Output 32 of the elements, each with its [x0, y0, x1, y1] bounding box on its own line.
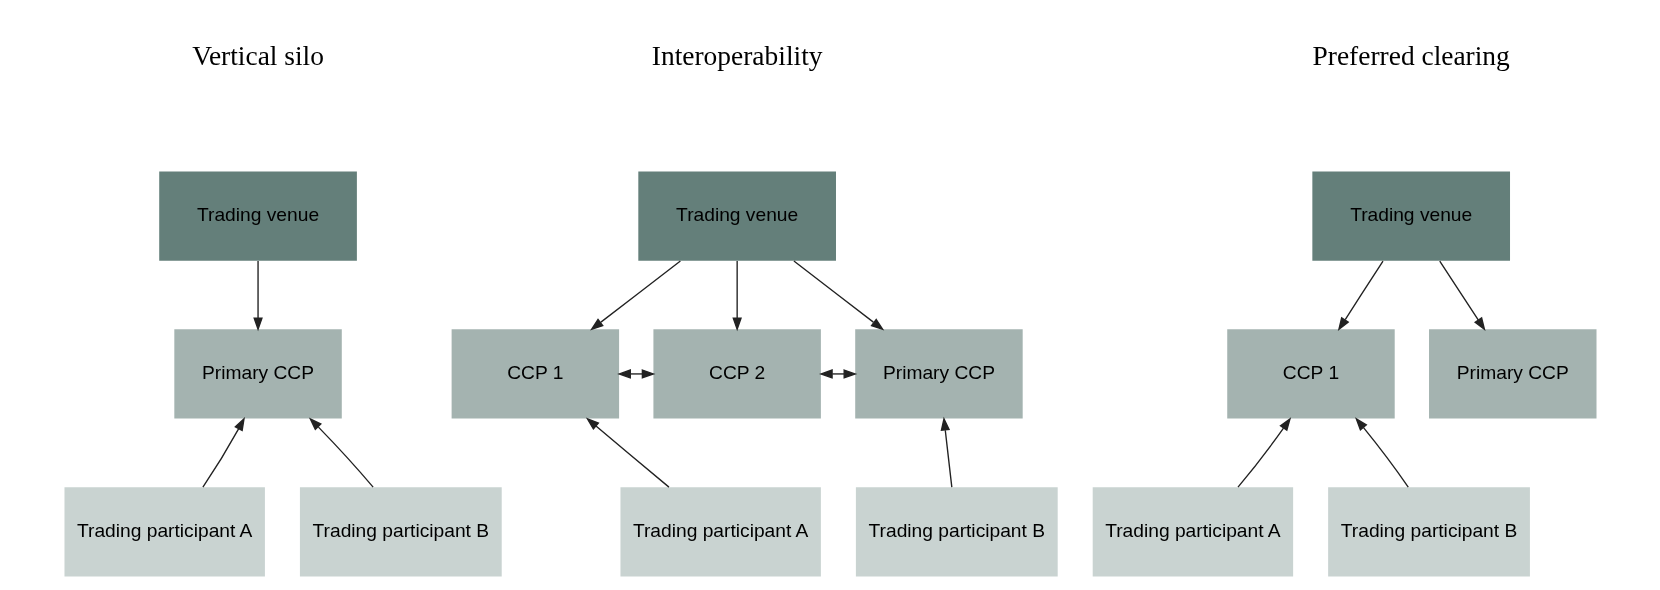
node-box: CCP 2 — [652, 329, 821, 419]
node-box: Primary CCP — [1428, 329, 1596, 419]
arrow — [585, 417, 670, 488]
arrow — [731, 260, 742, 332]
node-box: Trading participant A — [619, 487, 821, 577]
node-box: Trading participant B — [1327, 487, 1530, 577]
arrow — [940, 416, 952, 488]
node-box: Trading venue — [158, 171, 357, 261]
arrow — [308, 417, 374, 488]
arrow — [589, 260, 681, 331]
arrow — [1236, 417, 1291, 488]
node-box: CCP 1 — [451, 329, 619, 419]
arrow — [1354, 417, 1409, 488]
node-box: Trading participant A — [64, 487, 265, 577]
arrow — [1337, 260, 1384, 331]
arrow — [252, 260, 263, 332]
node-box: Trading participant B — [299, 487, 502, 577]
arrow — [818, 369, 857, 379]
node-box: Trading participant B — [855, 487, 1058, 577]
arrow — [1438, 260, 1486, 331]
node-box: Trading venue — [637, 171, 836, 261]
label: Vertical silo — [191, 41, 324, 72]
node-box: Primary CCP — [854, 329, 1023, 419]
label: Interoperability — [651, 41, 822, 72]
arrow — [792, 260, 884, 331]
node-box: Primary CCP — [173, 329, 342, 419]
node-box: CCP 1 — [1226, 329, 1395, 419]
label: Preferred clearing — [1312, 41, 1510, 72]
arrow — [616, 369, 655, 379]
node-box: Trading participant A — [1092, 487, 1293, 577]
arrow — [201, 417, 245, 488]
node-box: Trading venue — [1311, 171, 1510, 261]
